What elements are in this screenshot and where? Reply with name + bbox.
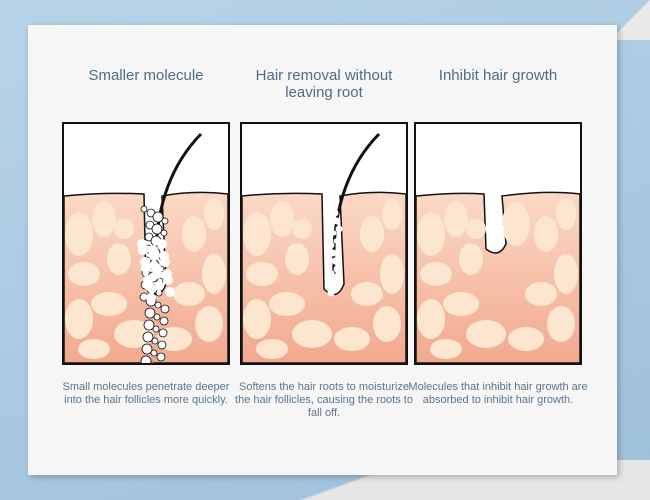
column-title: Smaller molecule (88, 67, 204, 84)
skin-diagram-inhibit (414, 122, 582, 365)
column-title: Hair removal without leaving root (255, 67, 393, 101)
column-description: Molecules that inhibit hair growth are a… (408, 381, 588, 406)
column-description: Softens the hair roots to moisturize the… (235, 381, 413, 419)
infographic-card: Smaller molecule Small molecules penetra… (28, 25, 617, 475)
column-title: Inhibit hair growth (438, 67, 558, 84)
skin-diagram-molecules (62, 122, 230, 365)
column-description: Small molecules penetrate deeper into th… (62, 381, 230, 406)
skin-diagram-removal (240, 122, 408, 365)
